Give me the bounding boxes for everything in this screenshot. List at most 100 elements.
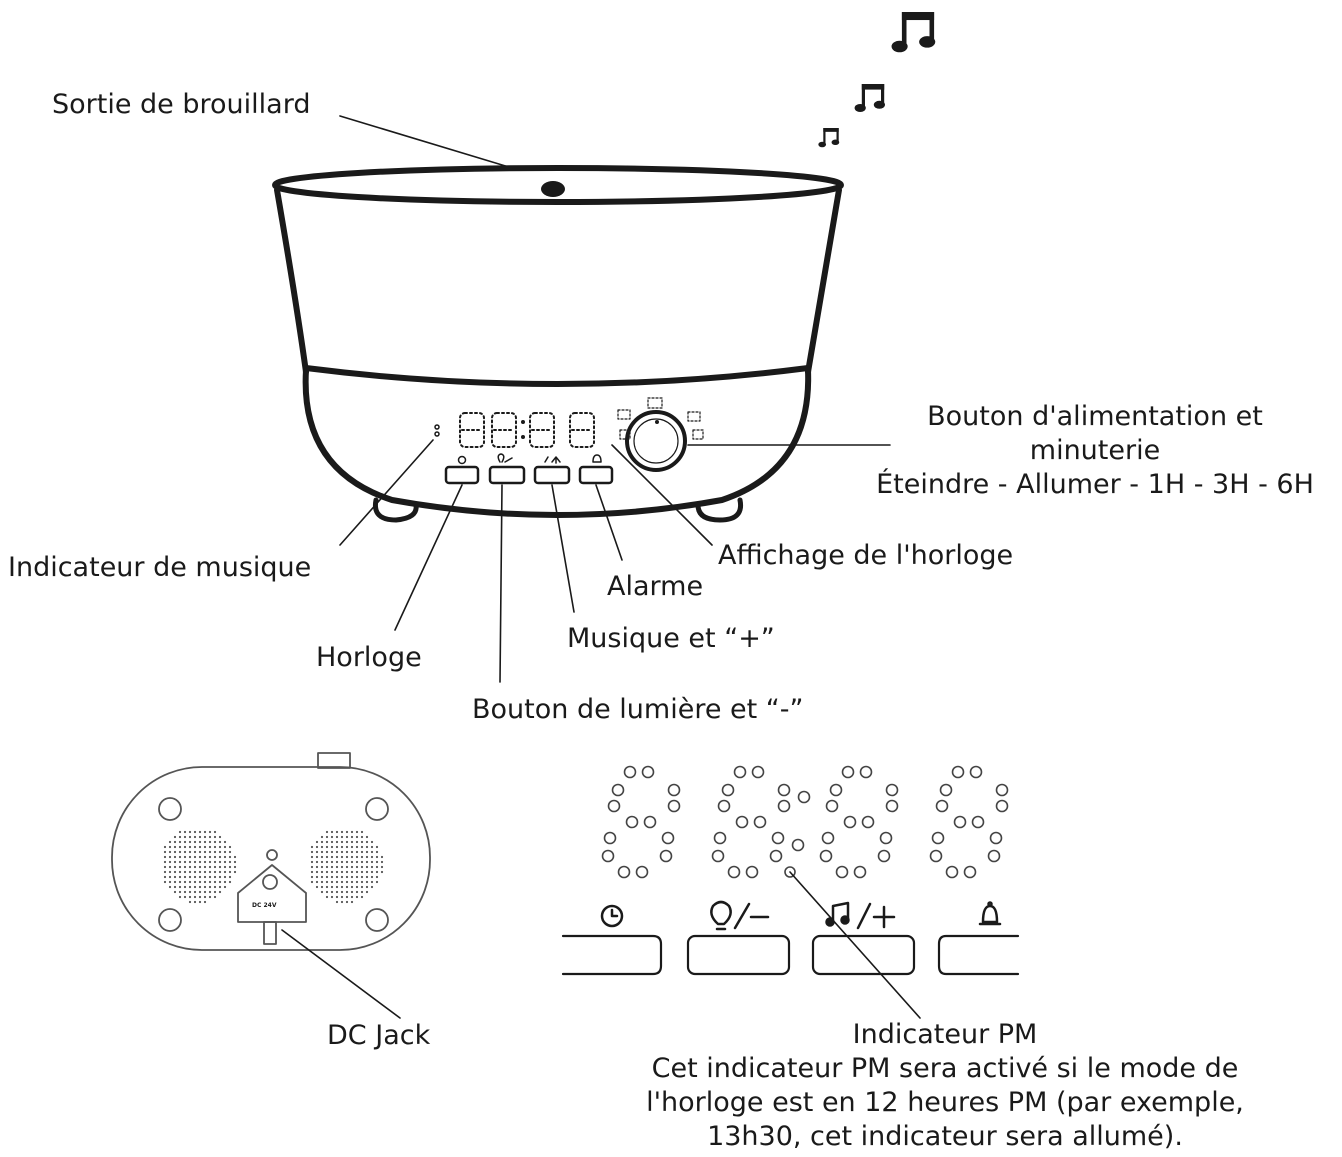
speaker-hole	[365, 850, 369, 854]
speaker-hole	[325, 885, 329, 889]
speaker-hole	[163, 865, 167, 869]
speaker-hole	[173, 835, 177, 839]
speaker-hole	[330, 890, 334, 894]
speaker-hole	[325, 855, 329, 859]
speaker-hole	[178, 880, 182, 884]
timer-indicator-leds	[617, 397, 704, 440]
power-timer-knob[interactable]	[625, 410, 687, 472]
display-segment-dot	[659, 849, 673, 863]
speaker-hole	[325, 850, 329, 854]
display-segment-dot	[635, 865, 649, 879]
speaker-hole	[178, 850, 182, 854]
speaker-hole	[218, 875, 222, 879]
speaker-hole	[360, 895, 364, 899]
speaker-hole	[370, 870, 374, 874]
diffuser-foot-right	[695, 497, 744, 523]
speaker-hole	[365, 840, 369, 844]
music-note-icon	[825, 901, 896, 930]
speaker-hole	[183, 845, 187, 849]
display-segment-dot	[829, 783, 843, 797]
speaker-hole	[315, 855, 319, 859]
speaker-hole	[380, 860, 384, 864]
speaker-hole	[350, 880, 354, 884]
speaker-hole	[203, 895, 207, 899]
speaker-hole	[218, 890, 222, 894]
clock-button-zoomed	[561, 934, 663, 976]
speaker-hole	[193, 880, 197, 884]
display-segment-dot	[989, 831, 1003, 845]
label-pm-note-line-3: 13h30, cet indicateur sera allumé).	[707, 1121, 1183, 1152]
speaker-hole	[310, 855, 314, 859]
speaker-hole	[360, 845, 364, 849]
speaker-hole	[203, 830, 207, 834]
speaker-hole	[345, 855, 349, 859]
speaker-hole	[370, 885, 374, 889]
speaker-hole	[188, 835, 192, 839]
display-segment-dot	[885, 799, 899, 813]
speaker-hole	[365, 885, 369, 889]
speaker-hole	[223, 850, 227, 854]
display-segment-dot	[877, 849, 891, 863]
speaker-hole	[173, 890, 177, 894]
clock-button[interactable]	[444, 465, 480, 485]
speaker-hole	[198, 880, 202, 884]
display-segment-dot	[607, 799, 621, 813]
bell-icon	[978, 901, 1002, 926]
speaker-hole	[365, 880, 369, 884]
speaker-hole	[173, 875, 177, 879]
speaker-hole	[163, 860, 167, 864]
speaker-hole	[310, 860, 314, 864]
speaker-hole	[178, 830, 182, 834]
speaker-hole	[330, 880, 334, 884]
speaker-hole	[173, 885, 177, 889]
speaker-hole	[213, 870, 217, 874]
speaker-hole	[173, 840, 177, 844]
speaker-hole	[193, 830, 197, 834]
label-mist-outlet: Sortie de brouillard	[52, 89, 311, 120]
speaker-hole	[350, 830, 354, 834]
speaker-hole	[325, 880, 329, 884]
speaker-hole	[218, 845, 222, 849]
speaker-hole	[213, 890, 217, 894]
speaker-hole	[375, 850, 379, 854]
speaker-hole	[163, 870, 167, 874]
display-segment-dot	[841, 765, 855, 779]
speaker-hole	[380, 870, 384, 874]
speaker-hole	[360, 885, 364, 889]
speaker-hole	[345, 845, 349, 849]
speaker-hole	[193, 845, 197, 849]
speaker-hole	[360, 835, 364, 839]
zoomed-display	[601, 765, 1009, 879]
music-notes-icon	[818, 12, 936, 148]
alarm-button[interactable]	[578, 465, 614, 485]
speaker-hole	[203, 850, 207, 854]
display-segment-dot	[625, 815, 639, 829]
speaker-hole	[183, 865, 187, 869]
speaker-hole	[198, 850, 202, 854]
light-button[interactable]	[488, 465, 526, 485]
speaker-hole	[320, 840, 324, 844]
speaker-hole	[310, 875, 314, 879]
speaker-hole	[345, 835, 349, 839]
music-button[interactable]	[533, 465, 571, 485]
speaker-hole	[213, 835, 217, 839]
speaker-hole	[320, 855, 324, 859]
dc-jack-port	[263, 921, 277, 945]
speaker-hole	[213, 885, 217, 889]
speaker-hole	[340, 860, 344, 864]
speaker-hole	[325, 870, 329, 874]
speaker-hole	[375, 860, 379, 864]
speaker-hole	[173, 865, 177, 869]
speaker-hole	[218, 870, 222, 874]
speaker-hole	[325, 840, 329, 844]
speaker-hole	[228, 860, 232, 864]
speaker-hole	[193, 840, 197, 844]
speaker-hole	[193, 885, 197, 889]
label-dc-jack: DC Jack	[327, 1020, 431, 1051]
speaker-hole	[330, 840, 334, 844]
speaker-hole	[223, 880, 227, 884]
speaker-hole	[360, 890, 364, 894]
speaker-hole	[315, 845, 319, 849]
speaker-hole	[340, 850, 344, 854]
speaker-hole	[335, 830, 339, 834]
